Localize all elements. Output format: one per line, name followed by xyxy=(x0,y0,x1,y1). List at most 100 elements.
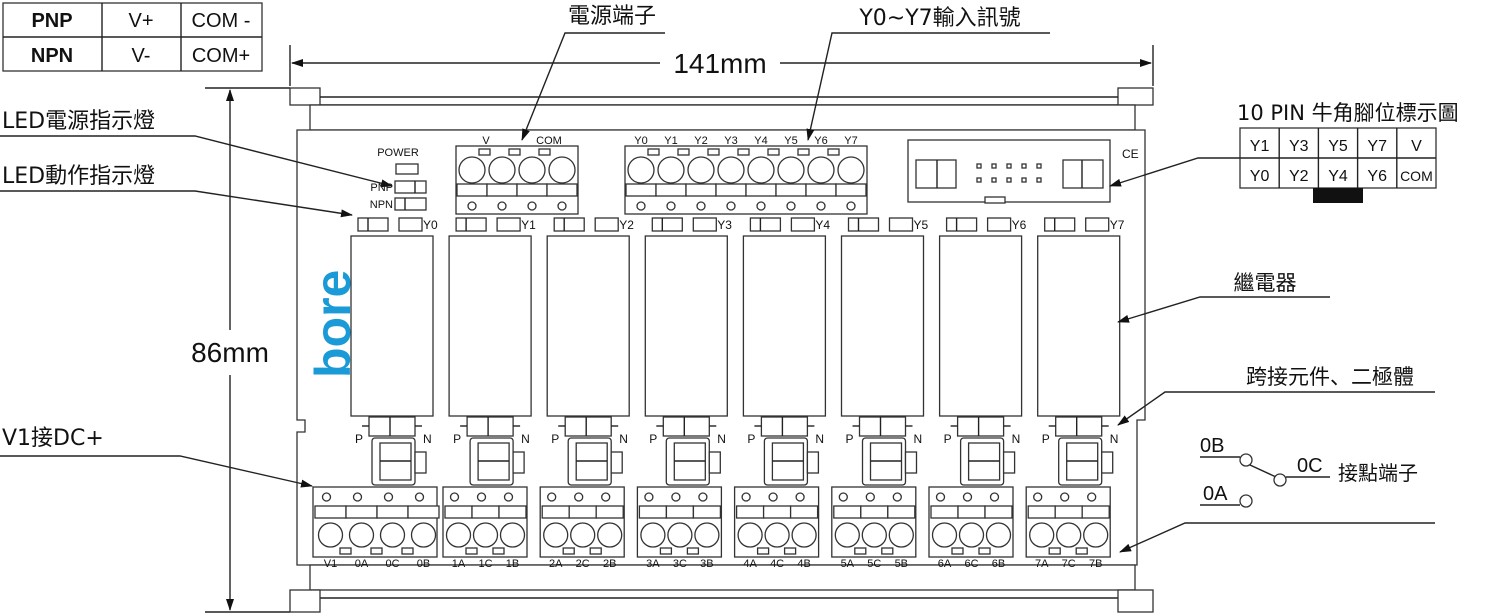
output-clamp xyxy=(407,505,440,519)
output-screw xyxy=(698,492,708,502)
action-led xyxy=(692,217,717,232)
input-terminal-block-clamp xyxy=(775,183,807,197)
jumper-latch xyxy=(806,451,820,474)
output-screw xyxy=(574,492,584,502)
output-led xyxy=(1075,547,1088,555)
output-wire-entry xyxy=(348,522,375,548)
action-led xyxy=(888,217,914,232)
output-wire-entry xyxy=(410,522,437,548)
input-terminal-block-wire-entry xyxy=(627,156,655,184)
contact-terminal-callout: 接點端子 xyxy=(1338,461,1418,485)
output-screw xyxy=(414,492,425,502)
diode xyxy=(368,416,416,437)
output-wire-entry xyxy=(543,522,569,548)
output-screw xyxy=(503,492,514,502)
output-screw xyxy=(838,492,848,502)
power-terminal-block-wire-entry xyxy=(548,156,576,184)
pin-map-cell: V xyxy=(1411,138,1422,155)
input-terminal-block-led xyxy=(767,148,780,156)
input-terminal-block-led xyxy=(707,148,720,156)
pin-map-cell: Y4 xyxy=(1328,168,1348,185)
channel-label: Y1 xyxy=(521,218,536,232)
jumper-latch xyxy=(904,451,918,474)
output-screw xyxy=(352,492,363,502)
output-wire-entry xyxy=(570,522,596,548)
input-terminal-block-screw xyxy=(726,201,736,211)
output-clamp xyxy=(860,505,889,519)
input-terminal-label: Y6 xyxy=(814,135,827,147)
output-wire-entry xyxy=(985,522,1012,548)
output-screw xyxy=(989,492,1000,502)
diode-n-label: N xyxy=(521,432,530,446)
input-terminal-block-wire-entry xyxy=(747,156,775,184)
output-clamp xyxy=(444,505,473,519)
action-led-jumper xyxy=(945,217,978,232)
action-led xyxy=(594,217,619,232)
output-wire-entry xyxy=(737,522,763,548)
output-terminal-label: 1A xyxy=(452,558,466,570)
diode-n-label: N xyxy=(423,432,432,446)
output-screw xyxy=(1060,492,1070,502)
action-led-jumper xyxy=(357,217,389,232)
output-terminal-label: 0C xyxy=(385,558,399,570)
output-terminal-label: 4A xyxy=(743,558,757,570)
output-screw xyxy=(321,492,332,502)
action-led-jumper xyxy=(847,217,880,232)
header-pin xyxy=(1036,163,1042,169)
header-pin xyxy=(1021,177,1027,183)
output-screw xyxy=(768,492,778,502)
output-screw xyxy=(449,492,460,502)
height-dimension: 86mm xyxy=(191,87,290,613)
diode-p-label: P xyxy=(551,432,559,446)
pin-map-cell: Y1 xyxy=(1250,138,1270,155)
pin-map-title: 10 PIN 牛角腳位標示圖 xyxy=(1237,101,1459,125)
pin-map-cell: Y0 xyxy=(1250,168,1270,185)
input-terminal-block-clamp xyxy=(685,183,717,197)
output-clamp xyxy=(1027,505,1056,519)
jumper-latch xyxy=(610,451,623,474)
diode-n-label: N xyxy=(717,432,726,446)
pnp-com: COM - xyxy=(192,10,251,32)
10-pin-header xyxy=(907,139,1111,204)
output-led xyxy=(756,547,770,555)
input-terminal-block-screw xyxy=(756,201,766,211)
output-led xyxy=(465,547,478,555)
output-led xyxy=(854,547,867,555)
output-clamp xyxy=(1081,505,1110,519)
jumper-latch xyxy=(414,451,427,474)
output-wire-entry xyxy=(861,522,887,548)
output-terminal-label: 7B xyxy=(1089,558,1102,570)
pin-map-cell: Y7 xyxy=(1367,138,1387,155)
output-wire-entry xyxy=(597,522,623,548)
output-clamp xyxy=(595,505,624,519)
relay xyxy=(350,235,434,417)
output-screw xyxy=(644,492,654,502)
output-clamp xyxy=(957,505,986,519)
output-clamp xyxy=(471,505,500,519)
ce-mark: CE xyxy=(1122,147,1139,161)
npn-jumper xyxy=(394,197,427,211)
output-wire-entry xyxy=(791,522,817,548)
power-terminal-block-screw xyxy=(557,201,567,211)
output-clamp xyxy=(930,505,959,519)
output-wire-entry xyxy=(888,522,914,548)
input-terminal-label: Y4 xyxy=(754,135,767,147)
diode xyxy=(858,416,907,437)
diode-p-label: P xyxy=(355,432,363,446)
output-clamp xyxy=(498,505,527,519)
output-wire-entry xyxy=(445,522,472,548)
pin-map-leader xyxy=(1109,157,1240,187)
output-clamp xyxy=(568,505,597,519)
led-action-callout: LED動作指示燈 xyxy=(2,164,155,189)
output-led xyxy=(881,547,894,555)
output-terminal-label: 7C xyxy=(1062,558,1076,570)
channel-label: Y6 xyxy=(1012,218,1027,232)
output-screw xyxy=(383,492,394,502)
output-clamp xyxy=(735,505,765,519)
output-terminal-label: 5B xyxy=(895,558,908,570)
output-terminal-label: 3B xyxy=(700,558,713,570)
npn-label: NPN xyxy=(370,199,393,211)
